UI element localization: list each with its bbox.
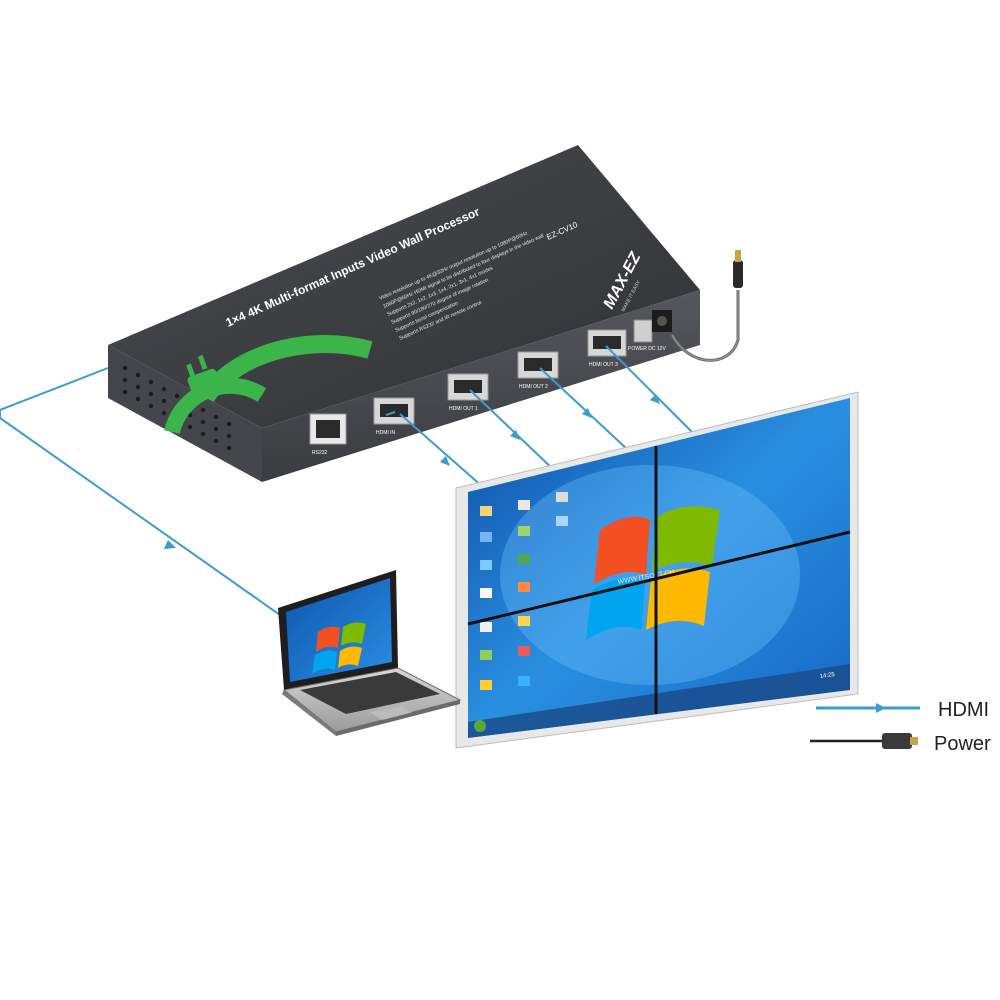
desktop-icon <box>480 506 492 516</box>
legend-power-plug-icon <box>882 733 912 749</box>
legend-hdmi-label: HDMI <box>938 699 989 721</box>
power-cable <box>670 250 743 362</box>
desktop-icon <box>518 554 530 564</box>
video-wall-processor: 1×4 4K Multi-format Inputs Video Wall Pr… <box>108 145 700 482</box>
port-hdmi-out-1-label: HDMI OUT 1 <box>449 406 478 412</box>
desktop-icon <box>480 680 492 690</box>
device-plug-logo <box>164 355 267 435</box>
video-wall-bezel-horizontal <box>467 530 851 626</box>
desktop-icon <box>480 588 492 598</box>
hdmi-cable-out-1 <box>399 413 485 489</box>
power-plug-head <box>733 260 743 288</box>
port-hdmi-out-3: HDMI OUT 3 <box>587 329 627 368</box>
legend: HDMI Power <box>810 699 991 755</box>
legend-power-label: Power <box>934 733 991 755</box>
hdmi-cable-out-3 <box>539 367 629 451</box>
windows-logo-icon <box>586 506 720 640</box>
laptop-base-edge <box>282 690 336 736</box>
port-power-label: POWER DC 12V <box>628 346 666 352</box>
port-rs232-label: RS232 <box>312 450 328 456</box>
desktop-icon <box>480 532 492 542</box>
desktop-icon <box>556 516 568 526</box>
desktop-icon <box>480 622 492 632</box>
video-wall-clock: 14:25 <box>819 672 835 680</box>
video-wall-taskbar <box>468 664 850 738</box>
port-hdmi-in-label: HDMI IN <box>376 430 396 436</box>
laptop-windows-logo-icon <box>312 622 366 674</box>
desktop-icon <box>556 492 568 502</box>
desktop-icon <box>518 616 530 626</box>
desktop-icon <box>518 646 530 656</box>
desktop-icon <box>518 500 530 510</box>
desktop-icons <box>480 492 568 690</box>
hdmi-cable-out-4 <box>605 345 695 435</box>
port-rs232: RS232 <box>309 413 347 456</box>
video-wall: WWW.ITSOFT.CH <box>455 391 859 749</box>
desktop-icon <box>518 526 530 536</box>
start-button-icon <box>474 720 486 732</box>
laptop <box>278 570 462 736</box>
hdmi-cables <box>0 345 695 623</box>
hdmi-cable-input <box>0 367 291 623</box>
port-hdmi-out-3-label: HDMI OUT 3 <box>589 362 618 368</box>
desktop-icon <box>518 582 530 592</box>
desktop-icon <box>480 650 492 660</box>
hdmi-arrow-markers <box>164 394 660 549</box>
laptop-keyboard <box>300 672 440 714</box>
legend-hdmi: HDMI <box>816 699 989 721</box>
port-hdmi-out-1: HDMI OUT 1 <box>447 373 489 412</box>
port-hdmi-out-2: HDMI OUT 2 <box>517 351 559 390</box>
port-power: POWER DC 12V <box>628 310 672 352</box>
hdmi-cable-out-2 <box>469 389 557 473</box>
legend-power: Power <box>810 733 991 755</box>
port-hdmi-out-2-label: HDMI OUT 2 <box>519 384 548 390</box>
desktop-icon <box>480 560 492 570</box>
laptop-touchpad <box>370 706 414 720</box>
desktop-icon <box>518 676 530 686</box>
